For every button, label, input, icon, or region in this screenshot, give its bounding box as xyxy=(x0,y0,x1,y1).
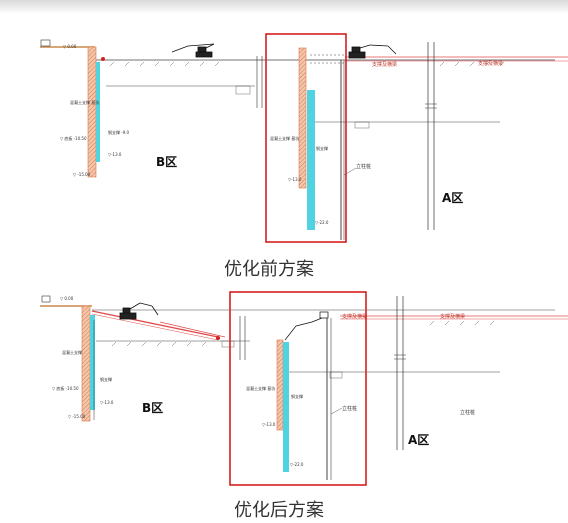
diaphragm-wall xyxy=(276,339,284,431)
column-label: 立柱桩 xyxy=(342,405,357,412)
support-label: 支撑及横梁 xyxy=(372,61,397,68)
svg-text:钢支撑: 钢支撑 xyxy=(100,376,112,382)
excavator-icon xyxy=(284,311,329,341)
svg-text:钢支撑: 钢支撑 xyxy=(316,145,328,151)
support-label-right: 支撑及横梁 xyxy=(478,60,503,67)
svg-text:▽ -15.00: ▽ -15.00 xyxy=(73,172,91,177)
column-label: 立柱桩 xyxy=(356,163,371,170)
diaphragm-wall xyxy=(81,305,91,422)
caption-after: 优化后方案 xyxy=(234,500,324,521)
zone-a-label: A区 xyxy=(442,191,463,205)
svg-text:▽-13.0: ▽-13.0 xyxy=(108,152,122,157)
highlight-box xyxy=(265,33,347,243)
inclined-support xyxy=(91,310,219,338)
highlight-box xyxy=(229,291,367,486)
column-label-right: 立柱桩 xyxy=(460,409,475,416)
support-node xyxy=(101,57,105,61)
excavator-icon xyxy=(119,302,159,320)
svg-text:▽ 底板 -10.50: ▽ 底板 -10.50 xyxy=(52,385,79,391)
zone-b-label: B区 xyxy=(156,155,177,169)
diagram-after: ▽ 0.00 混凝土支撑 ▽ 底板 -10.50 钢支撑 ▽ -15.00 ▽-… xyxy=(40,291,568,486)
top-shadow-bar xyxy=(0,0,568,14)
diagram-before: ▽ 0.00 混凝土支撑 基坑 ▽ 底板 -10.50 钢支撑 -9.0 ▽ -… xyxy=(40,33,568,243)
svg-text:▽ 0.00: ▽ 0.00 xyxy=(60,296,74,301)
svg-text:钢支撑 -9.0: 钢支撑 -9.0 xyxy=(108,129,130,135)
svg-text:钢支撑: 钢支撑 xyxy=(291,393,303,399)
zone-a-label: A区 xyxy=(408,433,429,447)
svg-text:▽-13.0: ▽-13.0 xyxy=(100,400,114,405)
svg-text:▽-13.0: ▽-13.0 xyxy=(288,177,302,182)
excavator-icon xyxy=(171,43,215,58)
zone-b-label: B区 xyxy=(142,401,163,415)
excavator-icon xyxy=(348,44,397,59)
svg-text:▽ -15.00: ▽ -15.00 xyxy=(68,414,86,419)
support-label: 支撑及横梁 xyxy=(342,313,367,320)
caption-before: 优化前方案 xyxy=(224,259,314,280)
svg-text:混凝土支撑: 混凝土支撑 xyxy=(62,349,82,355)
pile xyxy=(307,90,315,230)
svg-text:▽ 底板 -10.50: ▽ 底板 -10.50 xyxy=(60,135,87,141)
svg-text:混凝土支撑 基坑: 混凝土支撑 基坑 xyxy=(270,135,299,141)
svg-text:▽-13.0: ▽-13.0 xyxy=(262,422,276,427)
pile xyxy=(96,62,100,162)
svg-text:▽-22.0: ▽-22.0 xyxy=(315,220,329,225)
pile xyxy=(283,342,289,472)
svg-text:▽ 0.00: ▽ 0.00 xyxy=(63,44,77,49)
svg-text:▽-22.0: ▽-22.0 xyxy=(290,462,304,467)
support-label-right: 支撑及横梁 xyxy=(440,313,465,320)
svg-text:混凝土支撑 基坑: 混凝土支撑 基坑 xyxy=(70,99,99,105)
diaphragm-wall xyxy=(298,47,307,189)
diaphragm-wall xyxy=(87,46,97,178)
pile xyxy=(90,315,95,410)
elevation-marker xyxy=(40,39,51,47)
svg-text:混凝土支撑 基坑: 混凝土支撑 基坑 xyxy=(246,385,275,391)
